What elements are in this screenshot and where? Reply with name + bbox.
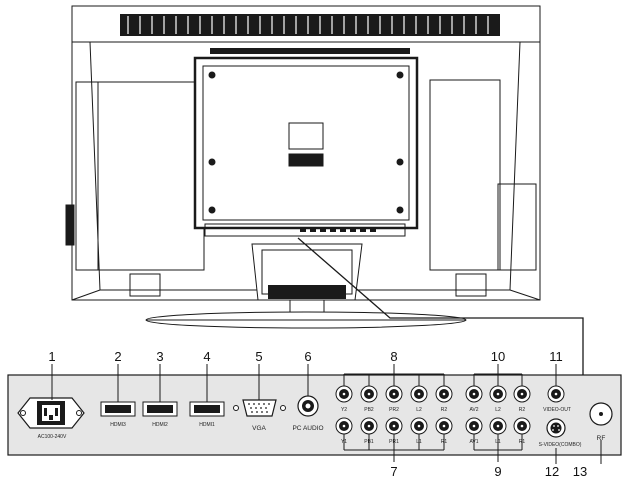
connector-strip <box>204 223 406 237</box>
callout-leaders <box>51 364 602 464</box>
callout-1: 1 <box>48 349 55 364</box>
callout-10: 10 <box>491 349 505 364</box>
label-r2-component: R2 <box>441 407 448 413</box>
label-av2: AV2 <box>469 407 478 413</box>
label-l2-av: L2 <box>495 407 501 413</box>
label-hdmi2: HDMI2 <box>152 422 168 428</box>
label-s-video: S-VIDEO(COMBO) <box>539 442 582 448</box>
label-pc-audio: PC AUDIO <box>292 425 323 432</box>
top-vent-grille <box>120 14 500 36</box>
callout-7: 7 <box>390 464 397 479</box>
callout-2: 2 <box>114 349 121 364</box>
video-out-jack <box>547 385 565 403</box>
label-power: AC100-240V <box>38 434 67 440</box>
label-l2-component: L2 <box>416 407 422 413</box>
label-hdmi3: HDMI3 <box>110 422 126 428</box>
vent-strip <box>210 48 410 54</box>
callout-9: 9 <box>494 464 501 479</box>
tv-rear-view <box>65 5 541 329</box>
s-video-jack <box>546 418 566 438</box>
rating-label <box>288 122 324 150</box>
component-input-1-jacks <box>335 417 453 435</box>
callout-3: 3 <box>156 349 163 364</box>
callout-11: 11 <box>549 349 563 364</box>
rf-antenna-jack <box>589 402 613 426</box>
callout-6: 6 <box>304 349 311 364</box>
label-r2-av: R2 <box>519 407 526 413</box>
label-rf: RF <box>597 435 606 442</box>
hdmi3-port <box>100 401 136 417</box>
label-video-out: VIDEO-OUT <box>543 407 571 413</box>
callout-12: 12 <box>545 464 559 479</box>
label-vga: VGA <box>252 425 266 432</box>
power-socket <box>17 397 85 429</box>
vga-port <box>233 399 286 417</box>
vesa-mount-plate <box>193 56 419 230</box>
pc-audio-jack <box>297 395 319 417</box>
callout-13: 13 <box>573 464 587 479</box>
av1-jacks <box>465 417 531 435</box>
label-pb2: PB2 <box>364 407 374 413</box>
callout-8: 8 <box>390 349 397 364</box>
hdmi2-port <box>142 401 178 417</box>
av2-jacks <box>465 385 531 403</box>
label-y2: Y2 <box>341 407 347 413</box>
callout-5: 5 <box>255 349 262 364</box>
hdmi1-port <box>189 401 225 417</box>
label-hdmi1: HDMI1 <box>199 422 215 428</box>
pointer-line <box>297 237 584 378</box>
right-side-panel <box>429 79 501 271</box>
component-input-2-jacks <box>335 385 453 403</box>
callout-4: 4 <box>203 349 210 364</box>
label-pr2: PR2 <box>389 407 399 413</box>
connector-panel <box>7 374 622 456</box>
